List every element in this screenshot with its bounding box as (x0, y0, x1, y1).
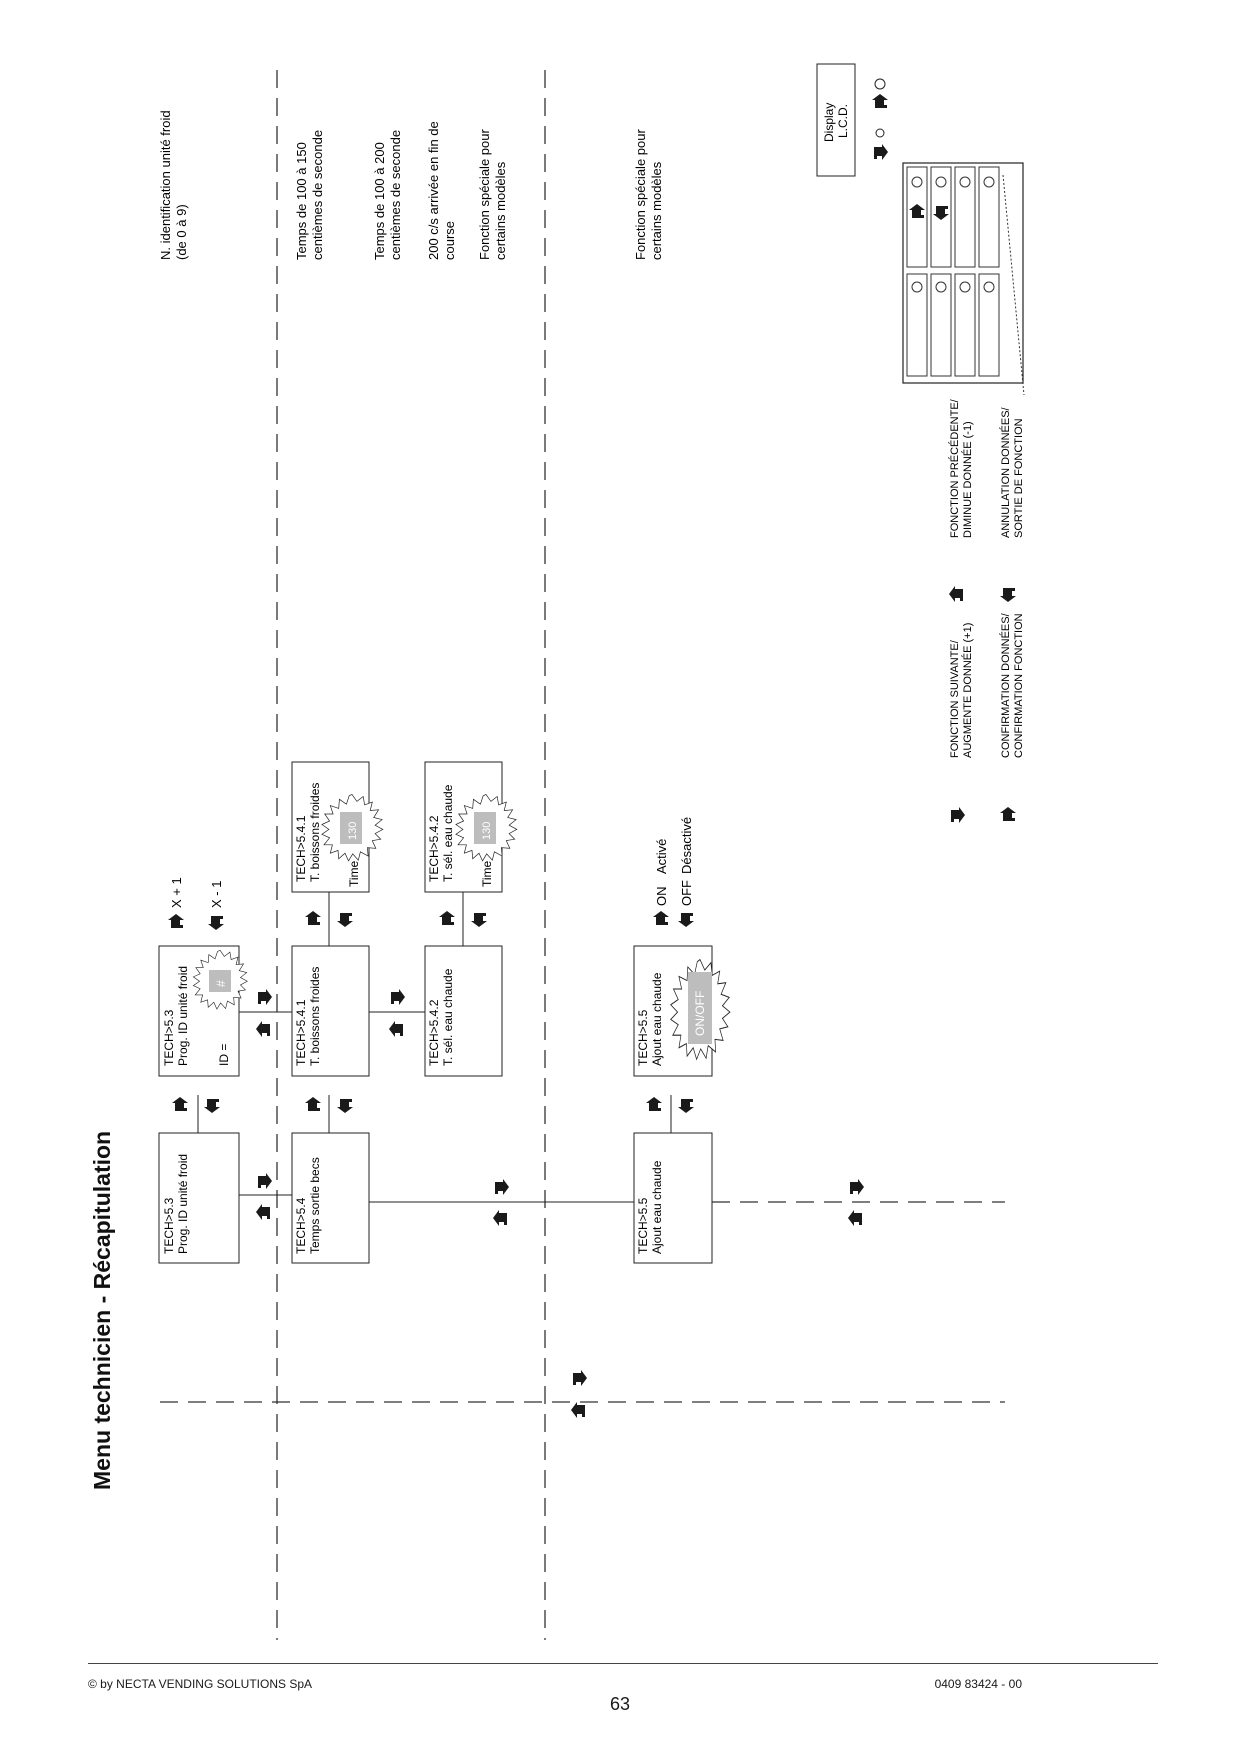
box-label: Temps sortie becs (308, 1157, 322, 1254)
box-code: TECH>5.3 (162, 1197, 176, 1254)
dashed-guides (160, 70, 1005, 1640)
svg-text:TECH>5.3Prog. ID unité froid: TECH>5.3Prog. ID unité froid (162, 966, 190, 1066)
svg-text:TECH>5.5Ajout eau chaude: TECH>5.5Ajout eau chaude (636, 1160, 664, 1254)
legend-cancel: ANNULATION DONNÉES/SORTIE DE FONCTION (999, 406, 1025, 538)
doc-code: 0409 83424 - 00 (934, 1677, 1022, 1691)
x-plus-label: X + 1 (169, 877, 184, 908)
arrow-labels: X + 1 X - 1 ON OFF Activé Désactivé (169, 817, 694, 908)
page-title: Menu technicien - Récapitulation (89, 1131, 115, 1490)
svg-text:DisplayL.C.D.: DisplayL.C.D. (822, 103, 850, 142)
id-note: N. identification unité froid(de 0 à 9) (158, 110, 189, 260)
keypad-icon (902, 162, 1025, 396)
box-tech-5-3: TECH>5.3Prog. ID unité froid (158, 1132, 240, 1264)
box-label: T. boissons froides (308, 783, 322, 882)
display-arrows (872, 78, 888, 160)
svg-text:TECH>5.4.1T. boissons froides: TECH>5.4.1T. boissons froides (294, 967, 322, 1066)
id-value: # (214, 980, 228, 987)
box-tech-5-4-2-time: TECH>5.4.2T. sél. eau chaude Time 130 (424, 761, 518, 893)
time-200-note: Temps de 100 à 200centièmes de seconde (372, 130, 403, 260)
legend: FONCTION SUIVANTE/AUGMENTE DONNÉE (+1) C… (948, 398, 1025, 823)
on-label: ON (654, 887, 669, 907)
box-code: TECH>5.4.2 (427, 815, 441, 882)
active-label: Activé (654, 839, 669, 874)
notes: N. identification unité froid(de 0 à 9) … (158, 110, 664, 260)
box-code: TECH>5.4.1 (294, 815, 308, 882)
time-label: Time (347, 860, 361, 887)
footer-copyright: © by NECTA VENDING SOLUTIONS SpA (88, 1677, 313, 1691)
special-note: Fonction spéciale pourcertains modèles (633, 129, 664, 260)
connectors (197, 892, 672, 1203)
svg-text:TECH>5.4Temps sortie becs: TECH>5.4Temps sortie becs (294, 1157, 322, 1254)
box-tech-5-3-prog: TECH>5.3Prog. ID unité froid ID = # (158, 945, 248, 1077)
box-label: Ajout eau chaude (650, 1160, 664, 1254)
box-tech-5-4-1: TECH>5.4.1T. boissons froides (291, 945, 370, 1077)
id-label: ID = (217, 1044, 231, 1066)
svg-text:TECH>5.5Ajout eau chaude: TECH>5.5Ajout eau chaude (636, 972, 664, 1066)
svg-text:TECH>5.4.2T. sél. eau chaude: TECH>5.4.2T. sél. eau chaude (427, 968, 455, 1066)
svg-text:TECH>5.3Prog. ID unité froid: TECH>5.3Prog. ID unité froid (162, 1154, 190, 1254)
box-code: TECH>5.4 (294, 1197, 308, 1254)
box-code: TECH>5.5 (636, 1197, 650, 1254)
inactive-label: Désactivé (679, 817, 694, 874)
legend-next: FONCTION SUIVANTE/AUGMENTE DONNÉE (+1) (949, 623, 974, 758)
time-150-note: Temps de 100 à 150centièmes de seconde (294, 130, 325, 260)
box-tech-5-5: TECH>5.5Ajout eau chaude (633, 1132, 713, 1264)
nav-arrows (168, 911, 864, 1418)
box-tech-5-4-2: TECH>5.4.2T. sél. eau chaude (424, 945, 503, 1077)
svg-text:TECH>5.4.2T. sél. eau chaude: TECH>5.4.2T. sél. eau chaude (427, 784, 455, 882)
box-label: Prog. ID unité froid (176, 966, 190, 1066)
time-value: 130 (481, 822, 493, 840)
box-label: T. sél. eau chaude (441, 968, 455, 1066)
box-code: TECH>5.3 (162, 1009, 176, 1066)
box-tech-5-4-1-time: TECH>5.4.1T. boissons froides Time 130 (291, 761, 384, 893)
box-tech-5-5-sel: TECH>5.5Ajout eau chaude ON/OFF (633, 945, 731, 1077)
x-minus-label: X - 1 (209, 881, 224, 908)
time-label: Time (480, 860, 494, 887)
box-label: Prog. ID unité froid (176, 1154, 190, 1254)
off-label: OFF (679, 880, 694, 906)
page-number: 63 (610, 1694, 631, 1714)
time-value: 130 (347, 822, 359, 840)
end-run-note: 200 c/s arrivée en fin decourse (426, 121, 457, 260)
footer-rule (88, 1663, 1158, 1664)
legend-confirm: CONFIRMATION DONNÉES/CONFIRMATION FONCTI… (999, 612, 1025, 758)
box-tech-5-4: TECH>5.4Temps sortie becs (291, 1132, 370, 1264)
box-code: TECH>5.4.2 (427, 999, 441, 1066)
special-note: Fonction spéciale pourcertains modèles (477, 129, 508, 260)
box-code: TECH>5.4.1 (294, 999, 308, 1066)
on-off-value: ON/OFF (693, 991, 707, 1036)
display-lcd-label: DisplayL.C.D. (816, 63, 856, 177)
box-label: T. boissons froides (308, 967, 322, 1066)
box-label: Ajout eau chaude (650, 972, 664, 1066)
legend-previous: FONCTION PRÉCÉDENTE/DIMINUE DONNÉE (-1) (948, 398, 974, 538)
svg-text:TECH>5.4.1T. boissons froides: TECH>5.4.1T. boissons froides (294, 783, 322, 882)
box-code: TECH>5.5 (636, 1009, 650, 1066)
box-label: T. sél. eau chaude (441, 784, 455, 882)
